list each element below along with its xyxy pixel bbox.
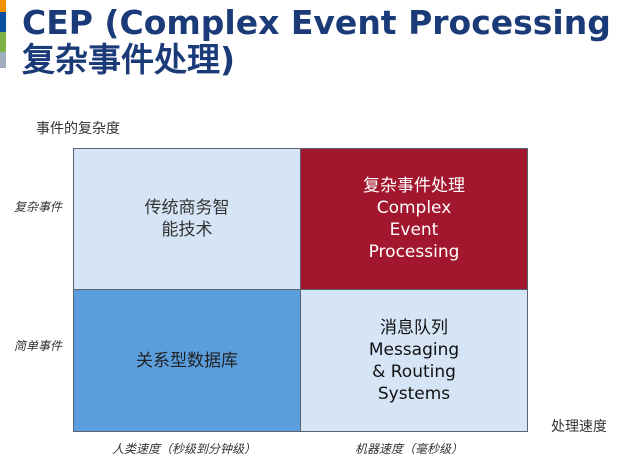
col-label-machine-speed: 机器速度（毫秒级） [355,442,464,456]
row-label-complex: 复杂事件 [14,200,63,214]
quadrant-complex-event-processing: 复杂事件处理 Complex Event Processing [300,148,528,290]
y-axis-title: 事件的复杂度 [36,121,120,137]
page-title: CEP (Complex Event Processing 复杂事件处理) [22,4,611,78]
quadrant-messaging-routing: 消息队列 Messaging & Routing Systems [300,289,528,432]
quadrant-traditional-bi: 传统商务智 能技术 [73,148,301,290]
title-line-1: CEP (Complex Event Processing [22,3,611,42]
x-axis-title: 处理速度 [551,419,607,435]
accent-bar-gray [0,52,6,68]
col-label-human-speed: 人类速度（秒级到分钟级） [112,442,257,456]
quadrant-relational-database: 关系型数据库 [73,289,301,432]
row-label-simple: 简单事件 [14,339,63,353]
accent-bar-green [0,32,6,52]
accent-bar-orange [0,0,6,12]
accent-bar-blue [0,12,6,32]
title-line-2: 复杂事件处理) [22,40,236,79]
